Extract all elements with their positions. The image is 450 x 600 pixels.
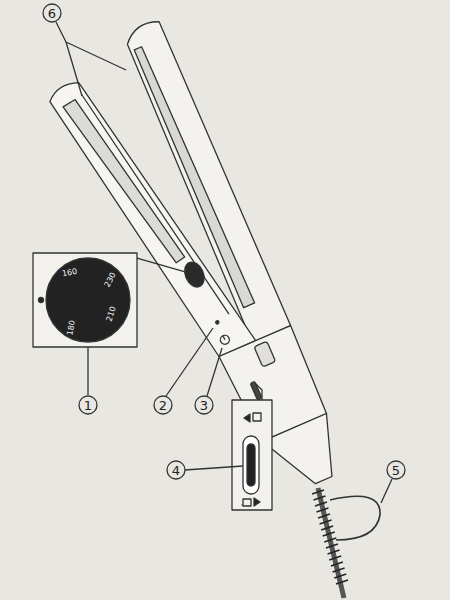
temperature-dial [46,258,130,342]
back-plate [132,46,254,308]
leader-line [207,348,222,396]
leader-line [185,466,243,470]
leader-line [87,347,88,395]
spring-coil [316,508,328,512]
slider-knob [247,444,255,486]
lock-slider [250,381,262,400]
leader-line [56,22,126,96]
callout-circle [43,4,61,22]
hinge [254,341,276,367]
spring-coil [326,544,338,548]
front-arm [46,56,255,378]
spring-coil [321,526,333,530]
hanging-ring [330,496,380,540]
inset-box [33,253,137,347]
callout-number: 4 [172,464,180,477]
lock-icon [243,499,251,506]
spring-coil [315,502,327,506]
spring-coil [334,574,346,578]
callout-circle [387,461,405,479]
dial-button [181,259,208,290]
callout-number: 5 [392,464,400,477]
leader-line [137,258,186,272]
arrow-icon [254,498,260,506]
spring-coil [313,496,325,500]
lock-icon [253,413,261,421]
leader-line [381,479,392,503]
callout-circle [154,396,172,414]
spring-coil [323,532,335,536]
callout-number: 2 [159,399,167,412]
spring-coil [328,550,340,554]
callout-number: 3 [200,399,208,412]
spring-coil [324,538,336,542]
leader-line [256,384,262,400]
slider-slot [243,436,259,494]
callout-number: 1 [84,399,92,412]
spring-coil [336,580,348,584]
spring-coil [320,520,332,524]
power-button [219,334,231,346]
arrow-icon [244,414,250,422]
cord-sleeve [262,414,350,497]
spring-coil [312,490,324,494]
leader-line [166,328,213,396]
cord [318,488,344,598]
dial-marker [39,298,44,303]
spring-coil [331,562,343,566]
callout-circle [195,396,213,414]
spring-coil [329,556,341,560]
front-plate [62,84,185,279]
cord-spring [312,490,348,584]
power-icon [223,336,225,340]
spring-coil [333,568,345,572]
indicator-light [215,320,219,324]
callout-circle [167,461,185,479]
spring-coil [318,514,330,518]
inset-box [232,400,272,510]
callout-number: 6 [48,7,56,20]
callout-circle [79,396,97,414]
